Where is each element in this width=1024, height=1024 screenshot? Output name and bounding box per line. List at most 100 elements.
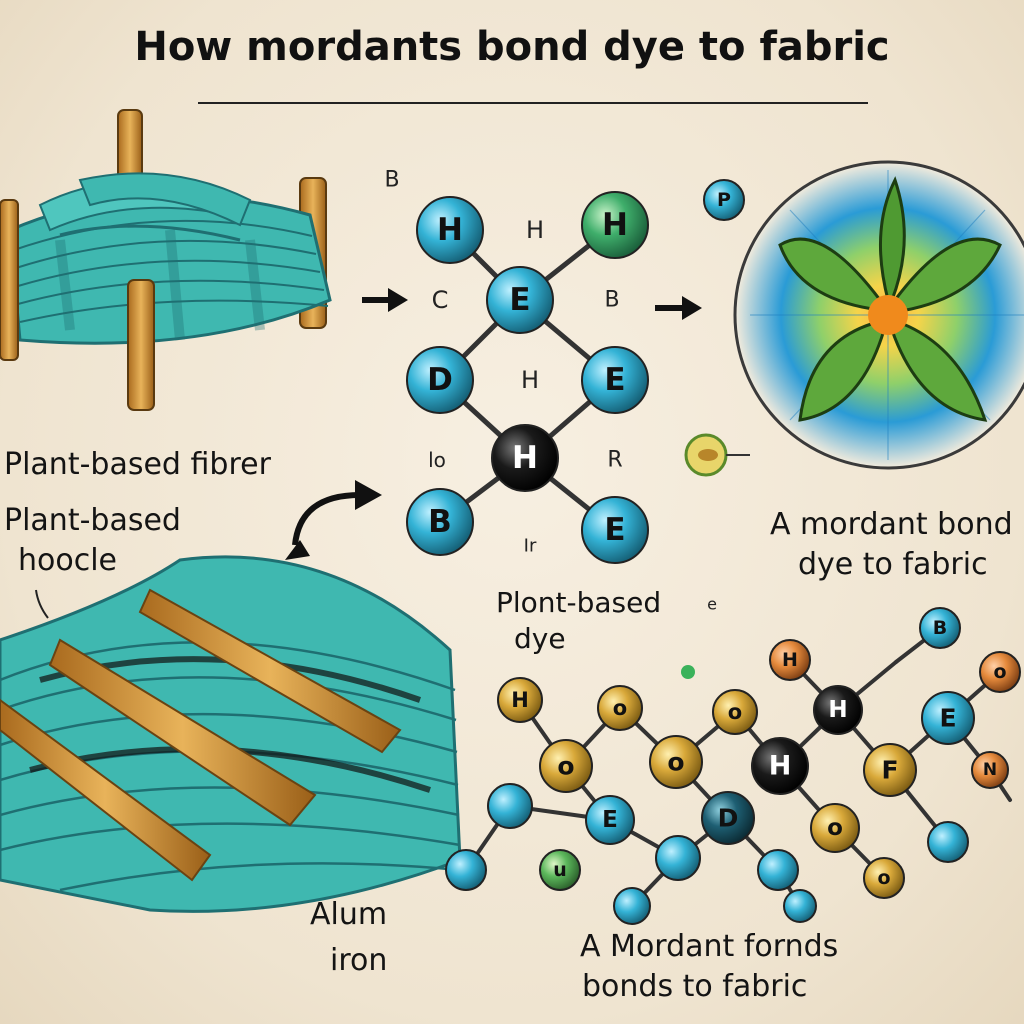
- atom-sphere: [927, 821, 969, 863]
- atom-sphere: [597, 685, 643, 731]
- atom-letter: H: [437, 212, 463, 248]
- small-leaf-atom: [684, 433, 750, 477]
- atom-sphere: [919, 607, 961, 649]
- molecule-letter: B: [604, 288, 619, 313]
- atom-letter: o: [877, 867, 890, 889]
- atom-sphere: [539, 739, 593, 793]
- atom-sphere: [406, 488, 474, 556]
- atom-sphere: [655, 835, 701, 881]
- label-alum: Alum: [310, 897, 387, 932]
- atom-sphere: [539, 849, 581, 891]
- atom-letter: o: [557, 752, 574, 781]
- atom-letter: E: [509, 282, 530, 318]
- atom: P: [703, 179, 745, 221]
- right-arrow-icon: [655, 296, 702, 320]
- atom: H: [751, 737, 809, 795]
- label-fibre: Plant-based fibrer: [4, 447, 272, 482]
- atom-sphere: [783, 889, 817, 923]
- label-forms-line2: bonds to fabric: [582, 969, 807, 1004]
- molecule-letter: C: [432, 286, 449, 314]
- atom-sphere: [971, 751, 1009, 789]
- atom-sphere: [416, 196, 484, 264]
- label-hoocle-line1: Plant-based: [4, 503, 181, 538]
- atom: E: [581, 496, 649, 564]
- label-dye-line2: dye: [514, 622, 566, 655]
- label-iron: iron: [330, 943, 387, 978]
- molecule-letter: lo: [428, 448, 446, 472]
- atom-letter: N: [983, 760, 997, 780]
- molecule-letter: H: [526, 216, 544, 244]
- atom: E: [581, 346, 649, 414]
- atom-sphere: [486, 266, 554, 334]
- atom: E: [486, 266, 554, 334]
- atom-letter: o: [827, 815, 843, 841]
- atom: [613, 887, 651, 925]
- atom-sphere: [810, 803, 860, 853]
- atom: [927, 821, 969, 863]
- atom: D: [701, 791, 755, 845]
- atom-letter: H: [782, 649, 798, 671]
- atom: H: [416, 196, 484, 264]
- atom-sphere: [497, 677, 543, 723]
- atom-sphere: [769, 639, 811, 681]
- right-arrow-icon: [362, 288, 408, 312]
- atom-sphere: [701, 791, 755, 845]
- atom: o: [863, 857, 905, 899]
- atom: H: [813, 685, 863, 735]
- atom: [487, 783, 533, 829]
- atom-letter: o: [613, 696, 627, 720]
- atom: [757, 849, 799, 891]
- page-title: How mordants bond dye to fabric: [134, 24, 889, 70]
- atom-sphere: [581, 346, 649, 414]
- atom: H: [769, 639, 811, 681]
- atom-sphere: [649, 735, 703, 789]
- atom-sphere: [703, 179, 745, 221]
- side-atoms: P: [703, 179, 745, 221]
- atom-sphere: [712, 689, 758, 735]
- atom-letter: D: [718, 804, 739, 833]
- atom-sphere: [979, 651, 1021, 693]
- atom-letter: o: [728, 700, 742, 724]
- atom-letter: E: [602, 807, 618, 833]
- atom-sphere: [757, 849, 799, 891]
- atom-sphere: [581, 191, 649, 259]
- atom: o: [597, 685, 643, 731]
- atom-sphere: [487, 783, 533, 829]
- atom-letter: E: [939, 704, 956, 733]
- atom-letter: u: [553, 859, 567, 881]
- atom: F: [863, 743, 917, 797]
- atom-sphere: [921, 691, 975, 745]
- molecule-letter: B: [384, 168, 399, 193]
- atom-letter: H: [511, 688, 529, 712]
- label-hoocle-line2: hoocle: [18, 543, 117, 578]
- atom: o: [539, 739, 593, 793]
- atom: H: [491, 424, 559, 492]
- atom-sphere: [581, 496, 649, 564]
- molecule-letter: R: [607, 448, 622, 473]
- atom-letter: H: [828, 697, 847, 723]
- atom: u: [539, 849, 581, 891]
- atom-sphere: [613, 887, 651, 925]
- atom-letter: D: [427, 362, 453, 398]
- atom: E: [921, 691, 975, 745]
- atom: o: [712, 689, 758, 735]
- atom: [445, 849, 487, 891]
- hoocle-pointer: [35, 589, 49, 619]
- atom-letter: B: [933, 617, 947, 639]
- atom-letter: o: [667, 748, 684, 777]
- label-forms-line1: A Mordant fornds: [580, 929, 838, 964]
- atom: D: [406, 346, 474, 414]
- curved-arrow-icon: [285, 480, 382, 560]
- atom-letter: E: [604, 512, 625, 548]
- atom-sphere: [445, 849, 487, 891]
- atom: E: [585, 795, 635, 845]
- atom-letter: E: [604, 362, 625, 398]
- atom-letter: H: [769, 751, 792, 782]
- faint-mark: e: [707, 595, 717, 614]
- atom: B: [406, 488, 474, 556]
- fabric-stack-illustration: [0, 555, 462, 913]
- atom-sphere: [863, 743, 917, 797]
